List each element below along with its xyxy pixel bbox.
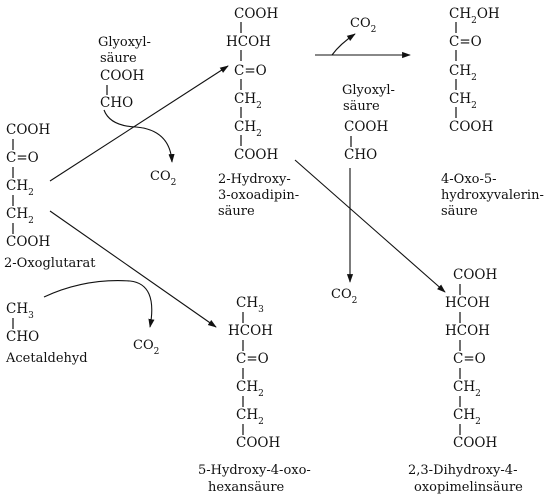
co2-label-2: CO2 (350, 16, 376, 35)
acetaldehyd-structure: CH3 CHO Acetaldehyd (5, 301, 88, 366)
valerin-group-1: CH2OH (449, 6, 500, 26)
hexan-group-4: CH2 (236, 379, 264, 399)
valerin-name-2: hydroxyvalerin- (441, 188, 544, 203)
glyoxyl-middle-group-1: COOH (344, 119, 388, 135)
glyoxyl-middle-name-2: säure (343, 99, 380, 114)
arrow-co2-release-4 (43, 280, 155, 328)
glyoxylsaeure-left: Glyoxyl- säure COOH CHO (98, 35, 151, 111)
oxoglutarat-structure: COOH C=O CH2 CH2 COOH 2-Oxoglutarat (4, 122, 96, 271)
adipin-group-5: CH2 (234, 119, 262, 139)
adipin-group-6: COOH (234, 147, 278, 163)
oxoglutarat-group-2: C=O (6, 150, 39, 166)
adipin-group-3: C=O (234, 63, 267, 79)
co2-label-3: CO2 (331, 287, 357, 306)
reaction-arrows (43, 33, 446, 328)
glyoxyl-left-group-1: COOH (100, 68, 144, 84)
glyoxylsaeure-middle: Glyoxyl- säure COOH CHO (342, 83, 395, 163)
co2-label-4: CO2 (133, 338, 159, 357)
hexan-group-6: COOH (236, 435, 280, 451)
valerin-group-2: C=O (449, 34, 482, 50)
oxoglutarat-group-5: COOH (6, 234, 50, 250)
oxoglutarat-group-1: COOH (6, 122, 50, 138)
valerin-name-1: 4-Oxo-5- (441, 172, 497, 187)
acetaldehyd-group-1: CH3 (6, 301, 34, 321)
oxoglutarat-group-3: CH2 (6, 178, 34, 198)
oxoglutarat-name: 2-Oxoglutarat (4, 256, 96, 271)
valerin-group-5: COOH (449, 119, 493, 135)
pimelin-group-1: COOH (453, 267, 497, 283)
glyoxyl-middle-name-1: Glyoxyl- (342, 83, 395, 98)
glyoxyl-left-name-1: Glyoxyl- (98, 35, 151, 50)
pimelin-group-3: HCOH (445, 323, 490, 339)
hexan-name-2: hexansäure (208, 480, 285, 495)
arrow-to-pimelin (294, 159, 446, 293)
pimelin-group-5: CH2 (453, 379, 481, 399)
adipin-name-1: 2-Hydroxy- (218, 172, 291, 187)
co2-label-1: CO2 (150, 169, 176, 188)
acetaldehyd-name: Acetaldehyd (5, 351, 88, 366)
pimelin-group-4: C=O (453, 351, 486, 367)
acetaldehyd-group-2: CHO (6, 329, 39, 345)
valerin-name-3: säure (441, 204, 478, 219)
glyoxyl-left-name-2: säure (100, 51, 137, 66)
hexan-group-1: CH3 (236, 295, 264, 315)
valerin-group-3: CH2 (449, 63, 477, 83)
hydroxyoxoadipinsaeure-structure: COOH HCOH C=O CH2 CH2 COOH 2-Hydroxy- 3-… (218, 6, 299, 219)
pimelin-name-1: 2,3-Dihydroxy-4- (408, 463, 517, 478)
arrow-to-hexan (49, 210, 217, 328)
adipin-name-2: 3-oxoadipin- (218, 188, 299, 203)
hexan-name-1: 5-Hydroxy-4-oxo- (198, 463, 311, 478)
adipin-group-4: CH2 (234, 91, 262, 111)
valerin-group-4: CH2 (449, 91, 477, 111)
adipin-group-1: COOH (234, 6, 278, 22)
hexan-group-3: C=O (236, 351, 269, 367)
hydroxyoxohexansaeure-structure: CH3 HCOH C=O CH2 CH2 COOH 5-Hydroxy-4-ox… (198, 295, 311, 495)
adipin-group-2: HCOH (226, 34, 271, 50)
hexan-group-5: CH2 (236, 407, 264, 427)
arrow-to-adipin (49, 65, 229, 182)
oxoglutarat-group-4: CH2 (6, 206, 34, 226)
pimelin-group-7: COOH (453, 435, 497, 451)
dihydroxyoxopimelinsaeure-structure: COOH HCOH HCOH C=O CH2 CH2 COOH 2,3-Dihy… (408, 267, 523, 495)
adipin-name-3: säure (218, 204, 255, 219)
pimelin-group-6: CH2 (453, 407, 481, 427)
pimelin-name-2: oxopimelinsäure (414, 480, 523, 495)
glyoxyl-left-group-2: CHO (100, 95, 133, 111)
arrow-co2-release-2 (331, 33, 356, 56)
oxohydroxyvalerinsaeure-structure: CH2OH C=O CH2 CH2 COOH 4-Oxo-5- hydroxyv… (441, 6, 544, 219)
hexan-group-2: HCOH (228, 323, 273, 339)
arrow-co2-release-1 (103, 109, 175, 163)
glyoxyl-middle-group-2: CHO (344, 147, 377, 163)
pimelin-group-2: HCOH (445, 295, 490, 311)
